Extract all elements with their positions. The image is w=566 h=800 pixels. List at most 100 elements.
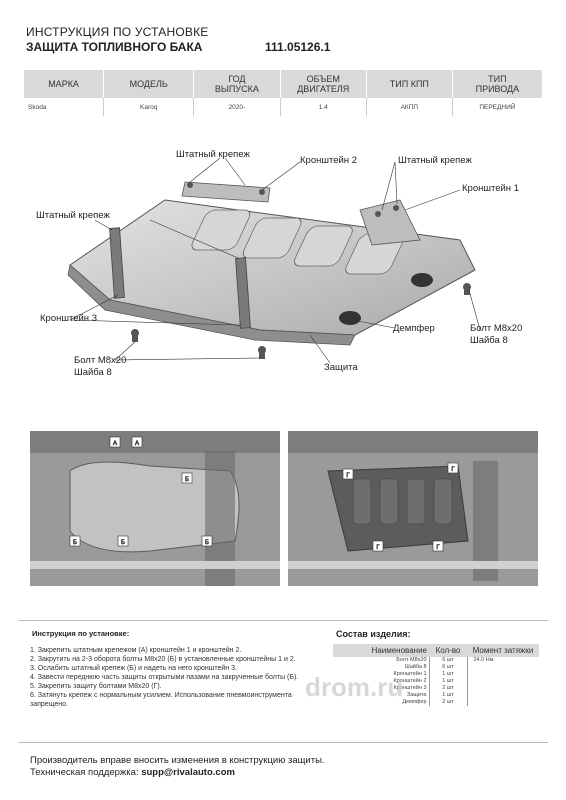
marker-g-3: Г [376,545,380,551]
component-qty: 1 шт [428,692,468,699]
spec-brand: Skoda [28,103,47,111]
label-stock-mount-right: Штатный крепеж [398,155,472,166]
instruction-step: 3. Ослабить штатный крепеж (Б) и надеть … [30,665,237,672]
component-torque: 24.0 Нм [473,657,494,663]
instruction-step: 4. Завести переднюю часть защиты открыты… [30,674,299,681]
spec-engine: 1.4 [279,98,367,116]
components-header-qty: Кол-во [429,644,467,657]
spec-header-drive: ТИП ПРИВОДА [451,70,542,98]
component-qty: 6 шт [428,657,468,664]
components-table: Наименование Кол-во Момент затяжки Болт … [333,644,539,706]
spec-model: Karoq [103,98,194,116]
component-qty: 2 шт [428,699,468,706]
spec-header-gearbox: ТИП КПП [365,70,453,98]
spec-gearbox: АКПП [365,98,453,116]
label-stock-mount-left: Штатный крепеж [36,210,110,221]
footer-support: Техническая поддержка: supp@rivalauto.co… [30,767,235,778]
spec-header-brand: МАРКА [24,70,104,98]
spec-header-row: МАРКА МОДЕЛЬ ГОД ВЫПУСКА ОБЪЕМ ДВИГАТЕЛЯ… [24,70,542,98]
instruction-step: 1. Закрепить штатным крепежом (А) кроншт… [30,647,242,654]
plate-front-edge [67,264,356,346]
vehicle-spec-table: МАРКА МОДЕЛЬ ГОД ВЫПУСКА ОБЪЕМ ДВИГАТЕЛЯ… [24,70,542,116]
components-header-torque: Момент затяжки [467,644,539,657]
instructions-list: 1. Закрепить штатным крепежом (А) кроншт… [30,646,315,709]
spec-value-row: Skoda Karoq 2020- 1.4 АКПП ПЕРЕДНИЙ [24,98,542,116]
marker-g-2: Г [451,467,455,473]
label-bolt-right: Болт М8х20 [470,323,523,334]
component-torque [467,678,539,685]
component-name: Демпфер [402,699,427,705]
component-qty: 1 шт [428,671,468,678]
component-name: Кронштейн 1 [393,671,427,677]
marker-b-1: Б [185,477,189,483]
bolt-left-1 [131,329,139,342]
label-bolt-left: Болт М8х20 [74,355,127,366]
support-email[interactable]: supp@rivalauto.com [141,767,235,778]
bracket-3a [109,227,125,299]
components-header-name: Наименование [333,644,429,657]
leader-lines [69,157,481,364]
instructions-title: Инструкция по установке: [32,629,130,638]
label-washer-right: Шайба 8 [470,335,508,346]
spec-header-year: ГОД ВЫПУСКА [193,70,281,98]
bolt-left-2 [258,346,266,359]
component-torque [467,671,539,678]
marker-a-2: A [135,441,139,447]
support-label: Техническая поддержка: [30,767,142,778]
marker-b-4: Б [205,540,209,546]
components-header-row: Наименование Кол-во Момент затяжки [333,644,539,657]
instruction-step: 2. Закрутить на 2-3 оборота болты М8х20 … [30,656,296,663]
spec-year: 2020- [193,98,281,116]
spec-header-model: МОДЕЛЬ [103,70,194,98]
exploded-diagram [67,157,481,364]
components-title: Состав изделия: [336,629,411,639]
marker-b-2: Б [73,540,77,546]
marker-g-1: Г [346,473,350,479]
damper-1 [411,273,433,287]
marker-g-4: Г [436,545,440,551]
bracket-1 [359,199,421,246]
component-torque [467,685,539,692]
component-name: Защита [407,692,427,698]
photo-after: Г Г Г Г [288,431,538,586]
label-bracket-3: Кронштейн 3 [40,313,97,324]
component-torque [467,664,539,671]
bracket-2 [181,181,271,203]
damper-2 [339,311,361,325]
label-bracket-1: Кронштейн 1 [462,183,519,194]
bolt-right [463,283,471,295]
photo-before: A A Б Б Б Б [30,431,280,586]
component-name: Шайба 8 [404,664,427,670]
marker-b-3: Б [121,540,125,546]
label-washer-left: Шайба 8 [74,367,112,378]
component-torque [467,692,539,699]
label-bracket-2: Кронштейн 2 [300,155,357,166]
label-protection: Защита [324,362,358,373]
component-qty: 1 шт [428,678,468,685]
component-name: Кронштейн 2 [393,678,427,684]
bracket-3b [235,257,251,329]
component-name: Кронштейн 3 [393,685,427,691]
doc-title-line2: ЗАЩИТА ТОПЛИВНОГО БАКА [26,40,203,54]
spec-drive: ПЕРЕДНИЙ [451,98,542,116]
component-torque [467,699,539,706]
marker-a-1: A [113,441,117,447]
component-qty: 6 шт [428,664,468,671]
component-qty: 2 шт [428,685,468,692]
instruction-step: 6. Затянуть крепеж с нормальным усилием.… [30,692,292,708]
watermark: drom.ru [305,672,404,702]
instruction-step: 5. Закрепить защиту болтами М8х20 (Г). [30,683,162,690]
component-name: Болт М8х20 [396,657,427,663]
label-stock-mount-top: Штатный крепеж [176,149,250,160]
spec-header-engine: ОБЪЕМ ДВИГАТЕЛЯ [279,70,367,98]
footer-note: Производитель вправе вносить изменения в… [30,755,325,766]
doc-code: 111.05126.1 [265,40,331,54]
label-damper: Демпфер [393,323,435,334]
doc-title-line1: ИНСТРУКЦИЯ ПО УСТАНОВКЕ [26,25,209,39]
